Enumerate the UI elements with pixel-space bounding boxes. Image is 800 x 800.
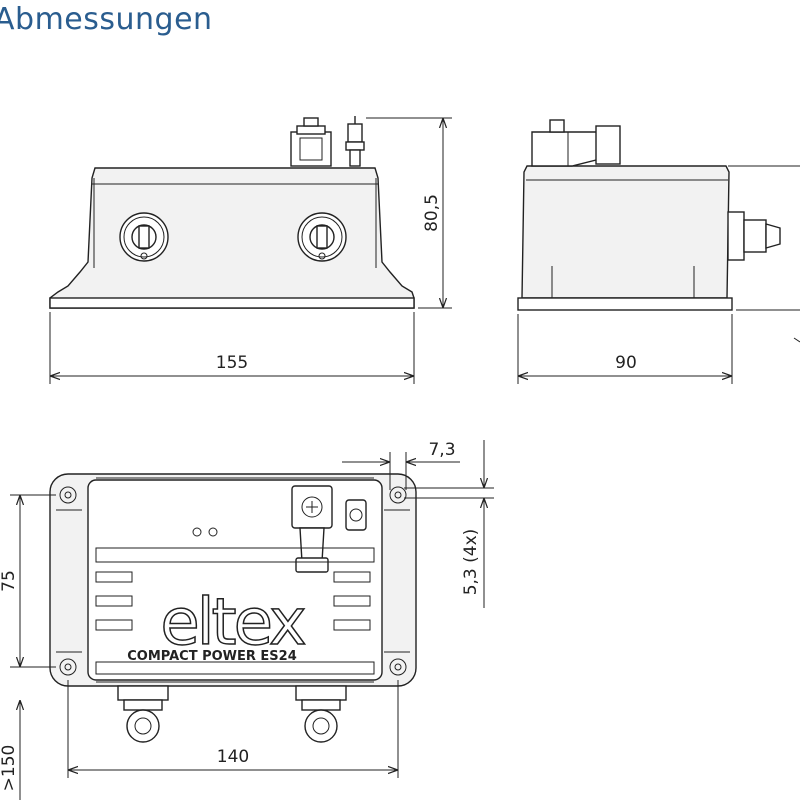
dim-label-90: 90 [615, 353, 637, 373]
dim-side-depth: 90 [517, 314, 733, 384]
dim-front-height: 80,5 [366, 117, 452, 309]
top-connector [291, 485, 367, 573]
dim-top-height: 75 [0, 494, 56, 668]
dim-hole-offset: 7,3 [342, 440, 460, 490]
side-connector-top [531, 119, 621, 167]
side-connector-right [727, 211, 781, 261]
front-socket-left [119, 212, 169, 262]
dim-side-height-partial [728, 165, 800, 343]
dim-label-7-3: 7,3 [428, 440, 455, 460]
top-view: eltex COMPACT POWER ES24 140 75 [0, 440, 494, 800]
bottom-socket-right [295, 685, 347, 743]
dim-label-5-3: 5,3 (4x) [461, 529, 481, 596]
front-connector-left [290, 117, 332, 167]
front-view: 155 80,5 [49, 116, 452, 384]
front-socket-right [297, 212, 347, 262]
led-indicators [192, 527, 218, 537]
ventilation-slots [95, 547, 375, 675]
front-housing [49, 167, 415, 309]
page-title: Abmessungen [0, 2, 213, 37]
dim-front-width: 155 [49, 312, 415, 384]
side-view: 90 [517, 119, 800, 384]
dim-label-75: 75 [0, 570, 19, 592]
brand-logo: eltex [160, 586, 305, 660]
dim-label-140: 140 [217, 747, 249, 767]
mounting-holes [56, 486, 410, 676]
dim-label-80-5: 80,5 [422, 194, 442, 232]
dim-label-clearance: >150 [0, 745, 19, 792]
dim-label-155: 155 [216, 353, 248, 373]
dim-top-width: 140 [67, 680, 399, 778]
side-housing [517, 165, 733, 311]
front-connector-right [345, 116, 365, 167]
bottom-socket-left [117, 685, 169, 743]
dim-hole-diameter: 5,3 (4x) [404, 440, 494, 608]
dim-clearance: >150 [0, 700, 20, 800]
model-label: COMPACT POWER ES24 [127, 649, 297, 664]
